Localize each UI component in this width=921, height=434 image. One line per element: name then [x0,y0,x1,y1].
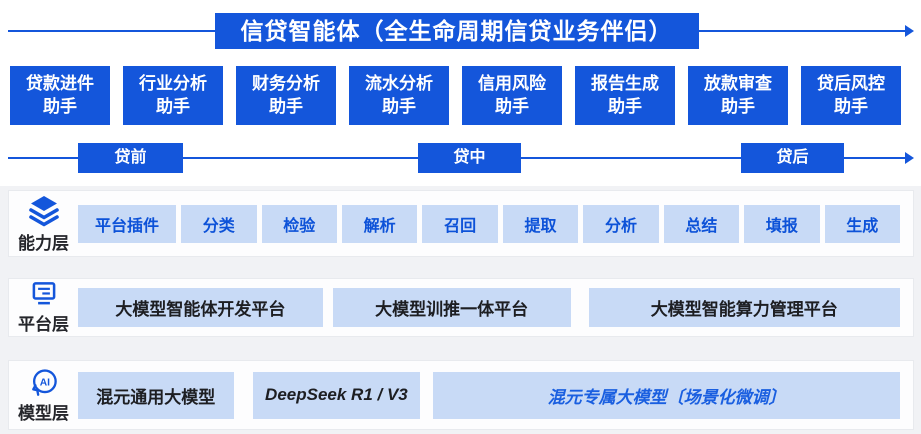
title-flow-line-right [698,25,914,37]
assistant-label: 放款审查 [704,73,772,93]
monitor-icon [32,282,55,305]
capability-chip-extraction: 提取 [502,204,579,243]
phase-mid-loan: 贷中 [418,143,521,173]
model-layer-label-block: AI 模型层 [9,367,78,424]
assistant-label-suffix: 助手 [156,96,190,116]
capability-layer-section: 能力层 平台插件 分类 检验 解析 召回 提取 分析 总结 填报 生成 [8,190,914,257]
assistant-financial-analysis: 财务分析 助手 [236,66,336,125]
platform-layer-label-block: 平台层 [9,280,78,335]
assistant-label-suffix: 助手 [495,96,529,116]
title-flow-line-left [8,30,215,32]
arrow-right-icon [905,152,914,164]
capability-chip-analysis: 分析 [583,204,659,243]
platform-box-train-infer: 大模型训推一体平台 [332,288,571,327]
platform-box-agent-dev: 大模型智能体开发平台 [78,288,323,327]
layers-icon [28,196,59,227]
assistant-label-suffix: 助手 [43,96,77,116]
loan-phase-row: 贷前 贷中 贷后 [0,143,921,173]
assistant-report-generation: 报告生成 助手 [575,66,675,125]
model-box-deepseek: DeepSeek R1 / V3 [252,371,421,419]
assistant-label-suffix: 助手 [608,96,642,116]
assistant-cashflow-analysis: 流水分析 助手 [349,66,449,125]
model-layer-section: AI 模型层 混元通用大模型 DeepSeek R1 / V3 混元专属大模型〔… [8,360,914,430]
capability-chip-verification: 检验 [261,204,337,243]
model-layer-title: 模型层 [18,403,69,423]
capability-chip-classification: 分类 [181,204,257,243]
platform-box-row: 大模型智能体开发平台 大模型训推一体平台 大模型智能算力管理平台 [78,288,900,327]
assistant-postloan-risk: 贷后风控 助手 [801,66,901,125]
capability-chip-platform-plugins: 平台插件 [78,204,177,243]
capability-layer-label-block: 能力层 [9,193,78,254]
platform-layer-title: 平台层 [18,315,69,334]
assistant-industry-analysis: 行业分析 助手 [123,66,223,125]
assistant-label: 信用风险 [478,73,546,93]
model-box-hunyuan-dedicated: 混元专属大模型〔场景化微调〕 [433,371,900,419]
model-box-hunyuan-general: 混元通用大模型 [78,371,234,419]
assistant-label-suffix: 助手 [834,96,868,116]
assistant-label-suffix: 助手 [382,96,416,116]
assistant-credit-risk: 信用风险 助手 [462,66,562,125]
assistant-label: 报告生成 [591,73,659,93]
phase-post-loan: 贷后 [741,143,844,173]
platform-layer-section: 平台层 大模型智能体开发平台 大模型训推一体平台 大模型智能算力管理平台 [8,278,914,337]
svg-text:AI: AI [39,377,49,388]
assistant-label: 流水分析 [365,73,433,93]
capability-chip-generation: 生成 [824,204,900,243]
arrow-right-icon [905,25,914,37]
capability-chip-row: 平台插件 分类 检验 解析 召回 提取 分析 总结 填报 生成 [78,204,900,243]
phase-pre-loan: 贷前 [78,143,183,173]
capability-chip-recall: 召回 [422,204,498,243]
assistant-label-suffix: 助手 [721,96,755,116]
capability-chip-parsing: 解析 [341,204,418,243]
platform-box-compute-mgmt: 大模型智能算力管理平台 [588,288,900,327]
ai-head-icon: AI [31,368,57,396]
assistant-label: 贷后风控 [817,73,885,93]
assistant-label-suffix: 助手 [269,96,303,116]
assistant-disbursement-review: 放款审查 助手 [688,66,788,125]
capability-layer-title: 能力层 [18,234,69,253]
title-row: 信贷智能体（全生命周期信贷业务伴侣） [0,13,921,49]
assistant-label: 贷款进件 [26,73,94,93]
assistant-loan-intake: 贷款进件 助手 [10,66,110,125]
assistant-button-row: 贷款进件 助手 行业分析 助手 财务分析 助手 流水分析 助手 信用风险 助手 … [10,66,901,125]
assistant-label: 财务分析 [252,73,320,93]
capability-chip-summary: 总结 [663,204,740,243]
model-box-row: 混元通用大模型 DeepSeek R1 / V3 混元专属大模型〔场景化微调〕 [78,371,900,419]
capability-chip-filling: 填报 [744,204,820,243]
assistant-label: 行业分析 [139,73,207,93]
page-title: 信贷智能体（全生命周期信贷业务伴侣） [214,13,699,49]
